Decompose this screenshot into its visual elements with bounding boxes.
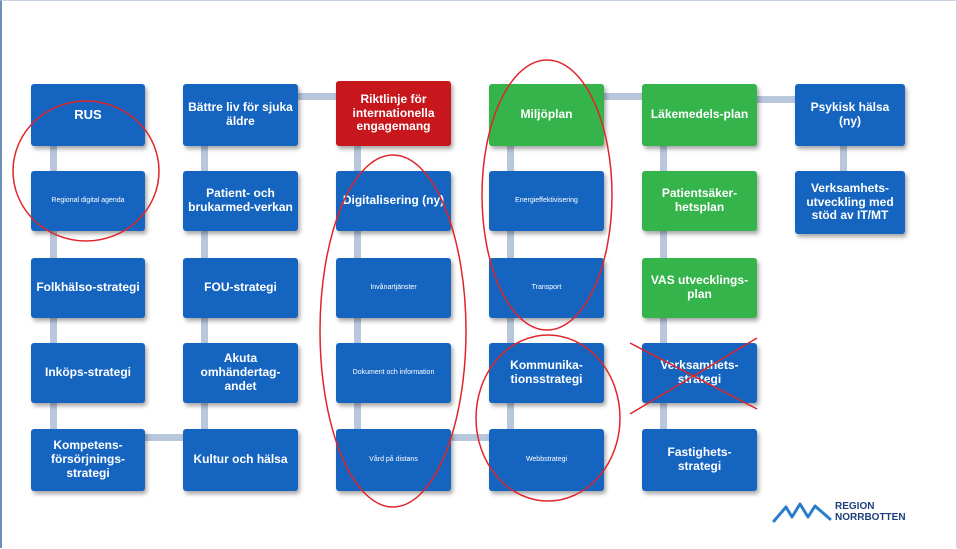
box-label: Riktlinje för internationella engagemang <box>352 91 435 134</box>
box-akuta-omhandertagandet: Akuta omhändertag-andet <box>183 343 298 403</box>
connector <box>201 318 208 343</box>
connector <box>840 146 847 171</box>
box-digitalisering: Digitalisering (ny) <box>336 171 451 231</box>
connector <box>507 231 514 258</box>
box-label: Patient- och brukarmed-verkan <box>188 186 293 214</box>
box-patient-brukarmedverkan: Patient- och brukarmed-verkan <box>183 171 298 231</box>
logo-line-2: NORRBOTTEN <box>835 512 906 523</box>
box-transport: Transport <box>489 258 604 318</box>
connector <box>604 93 642 100</box>
region-norrbotten-logo: REGION NORRBOTTEN <box>835 501 906 523</box>
box-label: Webbstrategi <box>525 455 568 463</box>
box-label: Energieffektivisering <box>515 196 578 204</box>
box-label: Verksamhets-strategi <box>660 358 739 386</box>
connector <box>201 231 208 258</box>
box-invanartjanster: Invånartjänster <box>336 258 451 318</box>
connector <box>50 146 57 171</box>
connector <box>660 231 667 258</box>
box-patientsakerhetsplan: Patientsäker-hetsplan <box>642 171 757 231</box>
box-label: VAS utvecklings-plan <box>650 273 749 301</box>
connector <box>354 318 361 343</box>
box-label: Läkemedels-plan <box>650 107 749 122</box>
box-label: Digitalisering (ny) <box>342 193 445 208</box>
box-energieffektivisering: Energieffektivisering <box>489 171 604 231</box>
box-label: Invånartjänster <box>370 283 417 291</box>
box-inkopsstrategi: Inköps-strategi <box>31 343 145 403</box>
connector <box>354 231 361 258</box>
box-regional-digital-agenda: Regional digital agenda <box>31 171 145 231</box>
box-label: FOU-strategi <box>204 280 277 295</box>
box-label: Fastighets-strategi <box>667 445 732 473</box>
box-label: Patientsäker-hetsplan <box>661 186 738 214</box>
box-kultur-och-halsa: Kultur och hälsa <box>183 429 298 491</box>
connector <box>451 434 489 441</box>
box-verksamhetsstrategi: Verksamhets-strategi <box>642 343 757 403</box>
box-label: Bättre liv för sjuka äldre <box>188 100 293 128</box>
connector <box>50 318 57 343</box>
box-label: Inköps-strategi <box>44 365 131 380</box>
box-riktlinje-internationella: Riktlinje för internationella engagemang <box>336 81 451 146</box>
box-label: Verksamhets-utveckling med stöd av IT/MT <box>806 180 894 223</box>
box-vas-utvecklingsplan: VAS utvecklings-plan <box>642 258 757 318</box>
connector <box>507 146 514 171</box>
connector <box>660 318 667 343</box>
box-label: Akuta omhändertag-andet <box>200 351 281 393</box>
box-label: RUS <box>74 106 102 122</box>
box-lakemedelsplan: Läkemedels-plan <box>642 84 757 146</box>
box-label: Folkhälso-strategi <box>36 280 140 295</box>
connector <box>354 403 361 429</box>
box-folkhalsostrategi: Folkhälso-strategi <box>31 258 145 318</box>
box-label: Regional digital agenda <box>51 196 125 204</box>
box-rus: RUS <box>31 84 145 146</box>
connector <box>354 146 361 171</box>
connector <box>50 231 57 258</box>
box-label: Kompetens-försörjnings-strategi <box>51 438 125 480</box>
box-dokument-och-information: Dokument och information <box>336 343 451 403</box>
box-fastighetsstrategi: Fastighets-strategi <box>642 429 757 491</box>
connector <box>201 403 208 429</box>
box-miljoplan: Miljöplan <box>489 84 604 146</box>
box-webbstrategi: Webbstrategi <box>489 429 604 491</box>
logo-line-1: REGION <box>835 501 875 512</box>
box-label: Kommunika-tionsstrategi <box>510 358 583 386</box>
connector <box>757 96 795 103</box>
box-label: Miljöplan <box>520 107 573 122</box>
connector <box>145 434 183 441</box>
box-verksamhetsutveckling: Verksamhets-utveckling med stöd av IT/MT <box>795 171 905 234</box>
box-kompetensforsorjningsstrategi: Kompetens-försörjnings-strategi <box>31 429 145 491</box>
box-label: Dokument och information <box>352 368 435 376</box>
box-kommunikationsstrategi: Kommunika-tionsstrategi <box>489 343 604 403</box>
box-fou-strategi: FOU-strategi <box>183 258 298 318</box>
connector <box>507 403 514 429</box>
region-norrbotten-logo-icon <box>772 502 832 523</box>
box-vard-pa-distans: Vård på distans <box>336 429 451 491</box>
connector <box>298 93 336 100</box>
connector <box>660 146 667 171</box>
connector <box>660 403 667 429</box>
box-battre-liv: Bättre liv för sjuka äldre <box>183 84 298 146</box>
box-label: Kultur och hälsa <box>193 452 288 467</box>
connector <box>507 318 514 343</box>
box-label: Transport <box>531 283 562 291</box>
box-label: Psykisk hälsa (ny) <box>810 100 890 128</box>
connector <box>50 403 57 429</box>
box-label: Vård på distans <box>369 455 418 463</box>
box-psykisk-halsa: Psykisk hälsa (ny) <box>795 84 905 146</box>
connector <box>201 146 208 171</box>
